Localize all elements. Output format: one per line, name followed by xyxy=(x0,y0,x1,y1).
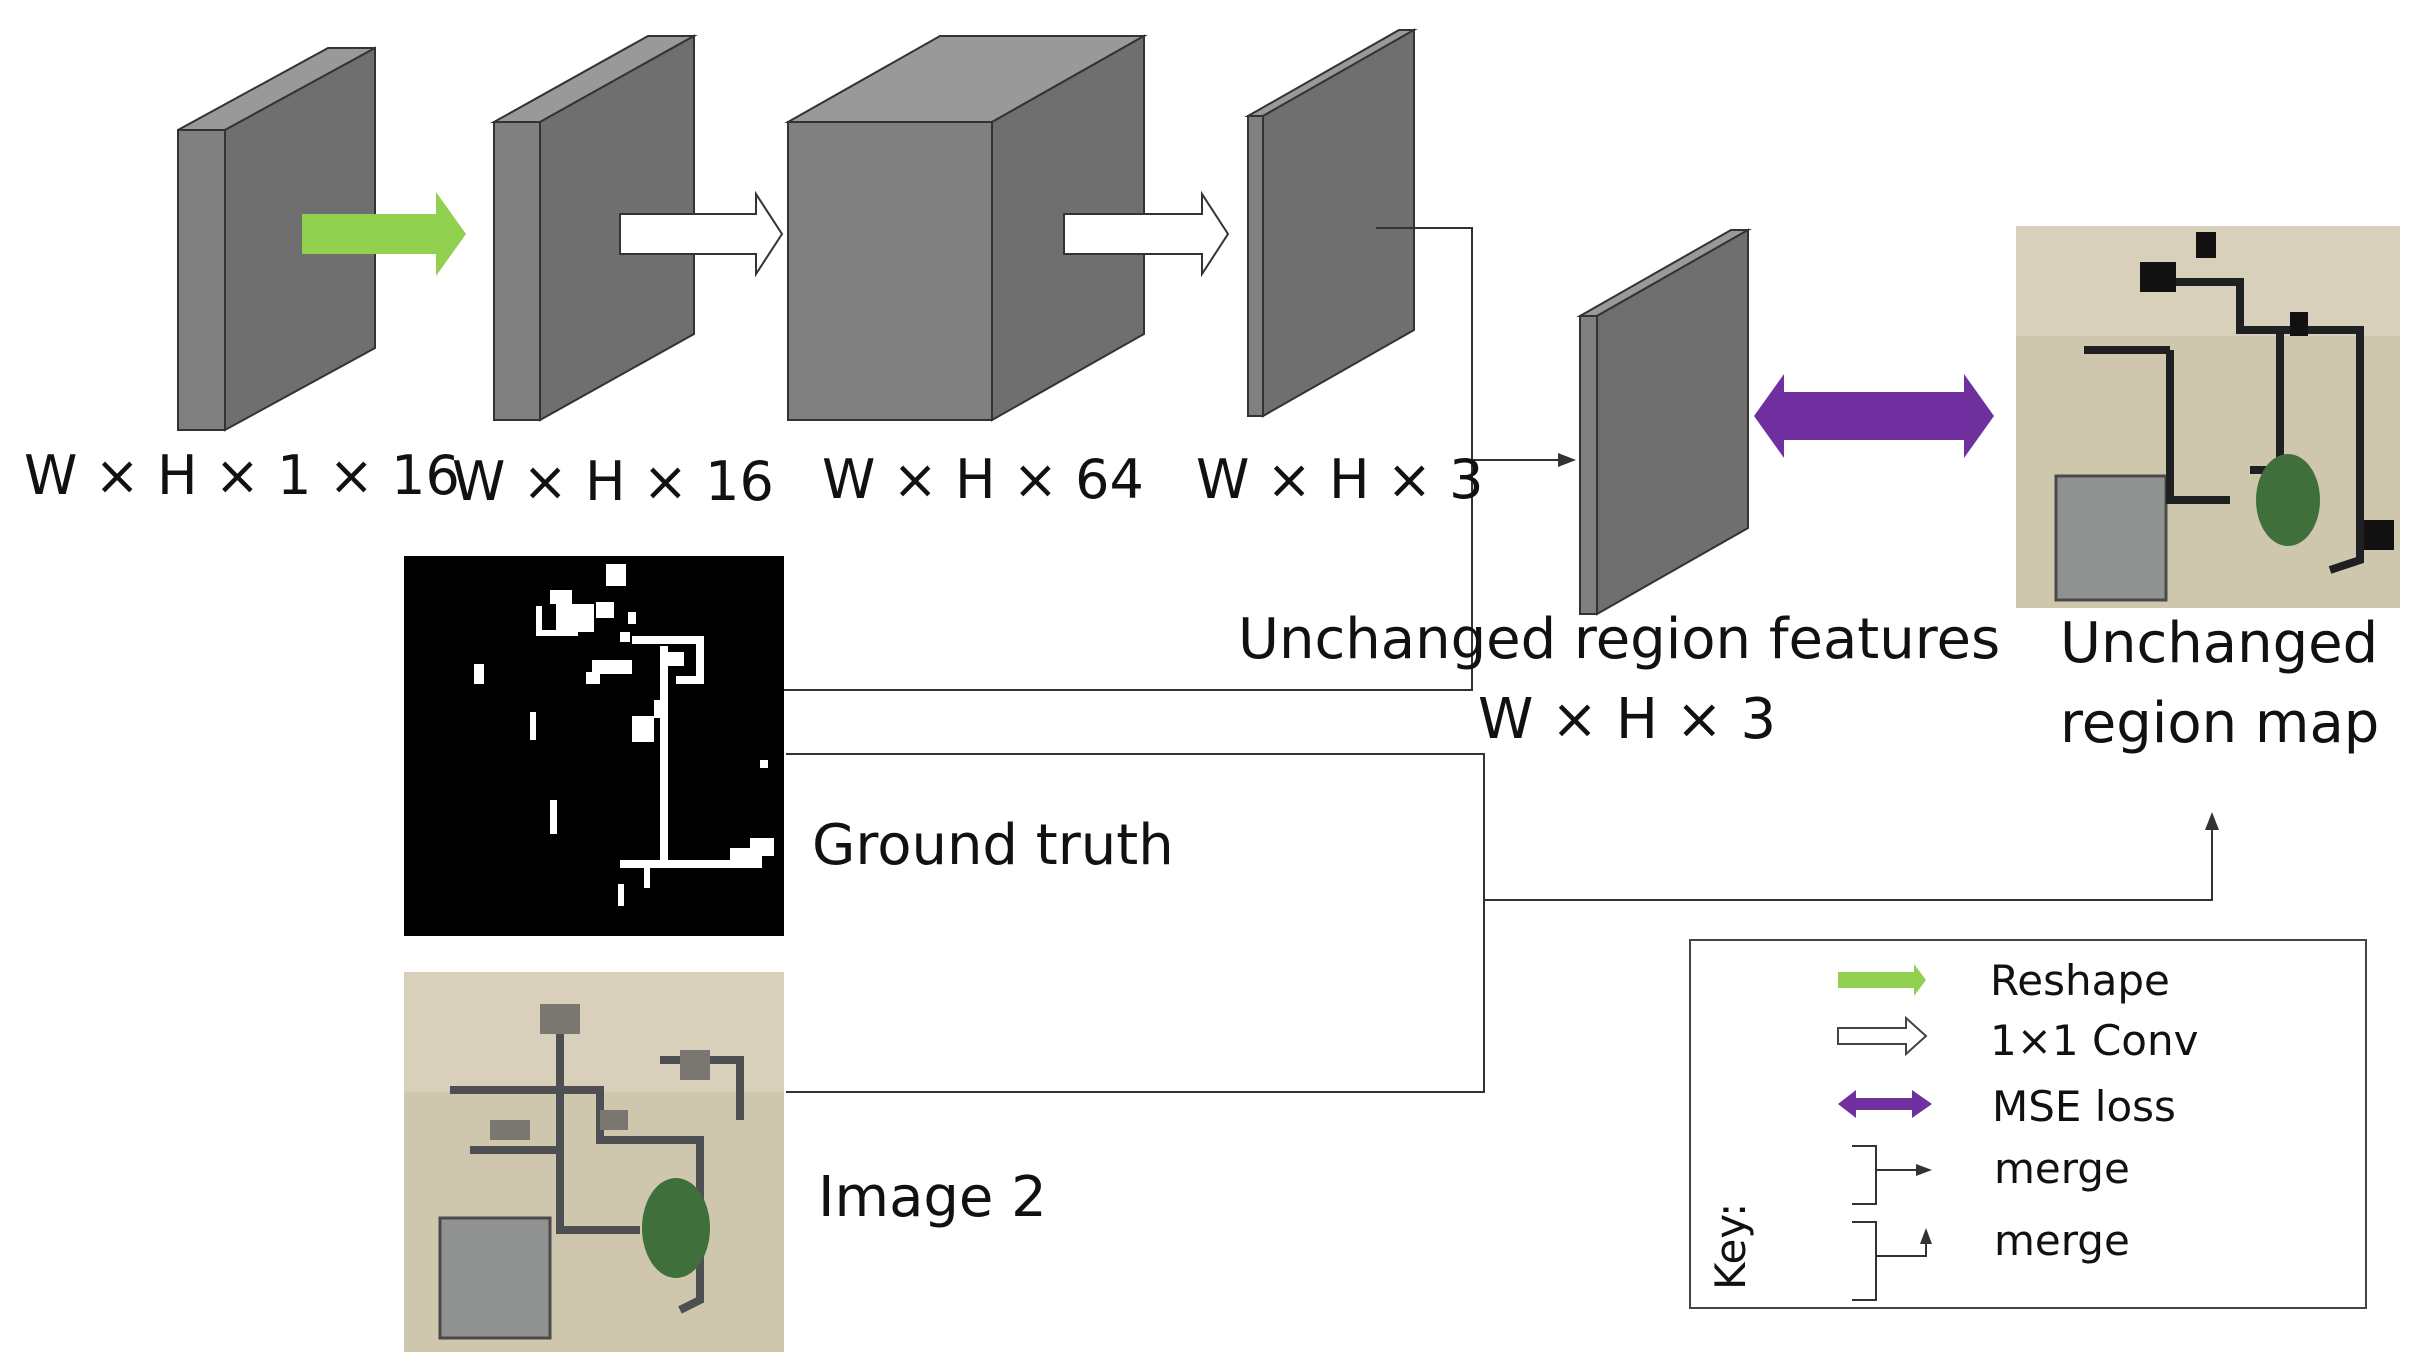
tensor-label-4: W × H × 3 xyxy=(1196,448,1484,511)
unchanged-features-label: Unchanged region features xyxy=(1238,607,2001,672)
legend-merge-symbol-2 xyxy=(1852,1221,1932,1301)
unchanged-map-label-line1: Unchanged xyxy=(2060,611,2379,676)
conv-arrow-2 xyxy=(1063,190,1230,278)
legend-label-reshape: Reshape xyxy=(1990,956,2170,1005)
legend-merge-symbol-1 xyxy=(1852,1145,1932,1205)
unchanged-map-label-line2: region map xyxy=(2060,691,2380,756)
tensor-label-2: W × H × 16 xyxy=(452,450,774,513)
legend-title: Key: xyxy=(1706,1202,1755,1290)
ground-truth-image xyxy=(404,556,784,936)
reshape-arrow xyxy=(302,192,466,276)
legend-reshape-symbol xyxy=(1838,964,1926,996)
legend-label-conv: 1×1 Conv xyxy=(1990,1016,2199,1065)
feature-block-4 xyxy=(1244,28,1418,418)
legend-conv-symbol xyxy=(1837,1015,1928,1057)
merge-connector-features xyxy=(784,227,1576,691)
tensor-label-1: W × H × 1 × 16 xyxy=(24,444,460,507)
legend-box xyxy=(1689,939,2367,1309)
image-2-label: Image 2 xyxy=(818,1165,1047,1230)
mse-loss-arrow xyxy=(1754,374,1994,458)
legend-mse-symbol xyxy=(1838,1090,1932,1118)
legend-label-mse: MSE loss xyxy=(1992,1082,2176,1131)
unchanged-features-block xyxy=(1576,228,1752,616)
tensor-label-3: W × H × 64 xyxy=(822,448,1144,511)
merge-connector-map xyxy=(786,753,2219,1093)
feature-block-1 xyxy=(177,46,376,432)
unchanged-region-map-image xyxy=(2016,226,2400,608)
unchanged-features-shape: W × H × 3 xyxy=(1478,687,1777,752)
conv-arrow-1 xyxy=(619,190,784,278)
legend-label-merge-1: merge xyxy=(1994,1144,2130,1193)
legend-label-merge-2: merge xyxy=(1994,1216,2130,1265)
feature-block-2 xyxy=(490,34,698,422)
ground-truth-label: Ground truth xyxy=(812,813,1174,878)
image-2-satellite xyxy=(404,972,784,1352)
